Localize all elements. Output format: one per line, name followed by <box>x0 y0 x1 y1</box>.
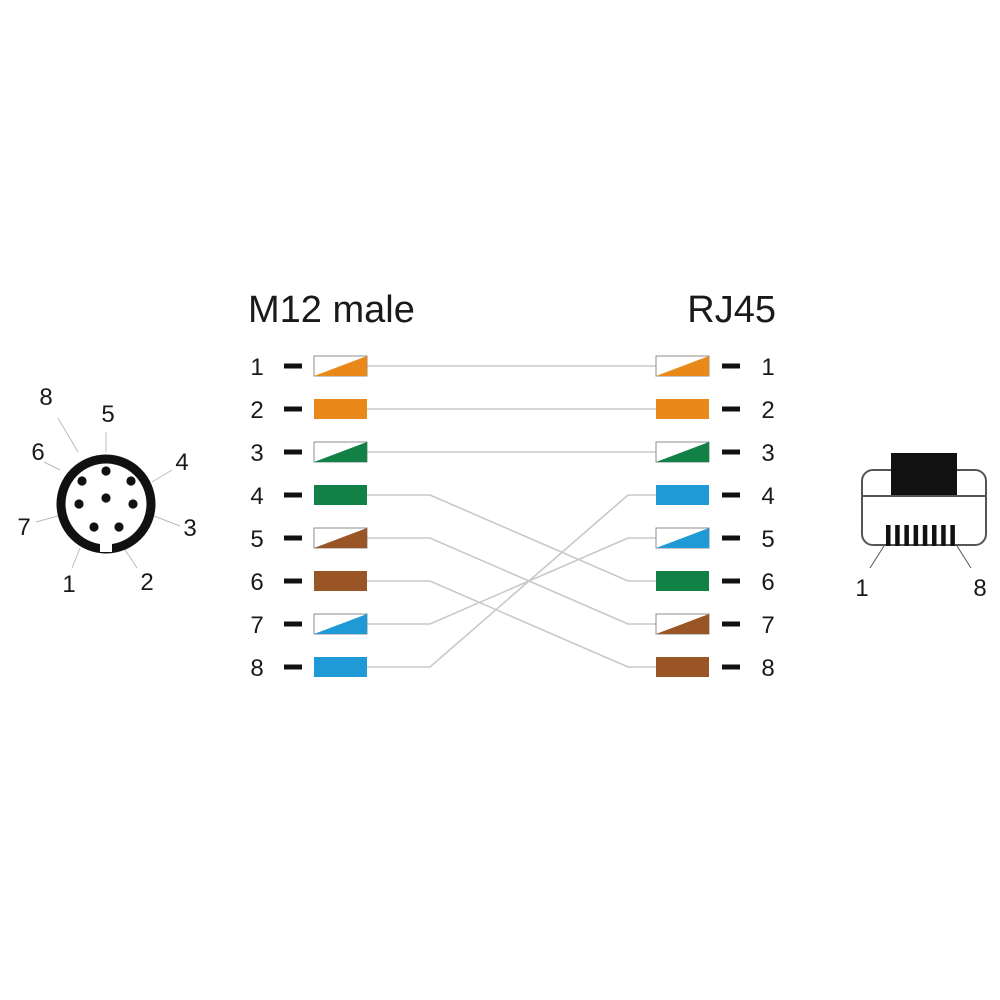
right-pin-dash <box>722 492 740 498</box>
right-pin-label: 3 <box>761 440 774 467</box>
rj45-contact <box>886 525 891 546</box>
right-pin-dash <box>722 578 740 584</box>
left-pin-column: 1 2 3 4 5 6 7 8 <box>250 354 368 682</box>
right-pin-dash <box>722 535 740 541</box>
wire-4 <box>367 494 656 582</box>
rj45-contact <box>895 525 900 546</box>
left-pin-label: 6 <box>250 569 263 596</box>
left-pin-dash <box>284 363 302 369</box>
right-wire-swatch <box>656 399 709 419</box>
rj45-contact <box>932 525 937 546</box>
rj45-contact <box>941 525 946 546</box>
right-pin-label: 6 <box>761 569 774 596</box>
rj45-contact <box>904 525 909 546</box>
left-wire-swatch <box>313 527 368 549</box>
m12-key-notch <box>100 542 112 552</box>
m12-pin-label: 4 <box>175 449 188 476</box>
left-pin-label: 4 <box>250 483 263 510</box>
left-pin-dash <box>284 449 302 455</box>
m12-leader-line <box>153 515 181 527</box>
left-wire-swatch <box>314 657 367 677</box>
left-pin-dash <box>284 664 302 670</box>
m12-pin-label: 3 <box>183 515 196 542</box>
right-pin-label: 8 <box>761 655 774 682</box>
m12-leader-line <box>151 469 173 483</box>
left-pin-label: 8 <box>250 655 263 682</box>
left-pin-dash <box>284 406 302 412</box>
left-wire-swatch <box>313 441 368 463</box>
m12-pin-label: 1 <box>62 571 75 598</box>
m12-leader-line <box>43 461 61 471</box>
rj45-leader-line <box>956 545 972 569</box>
rj45-pin-start-label: 1 <box>855 575 868 602</box>
right-wire-swatch <box>655 613 710 635</box>
right-header: RJ45 <box>687 289 776 331</box>
right-pin-dash <box>722 621 740 627</box>
wires-group <box>367 365 656 668</box>
wire-8 <box>367 494 656 668</box>
m12-pin-label: 7 <box>17 514 30 541</box>
right-wire-swatch <box>656 571 709 591</box>
left-pin-dash <box>284 578 302 584</box>
rj45-contact <box>913 525 919 546</box>
m12-pin-dot <box>101 493 111 503</box>
m12-pin-dot <box>126 476 136 486</box>
m12-pin-dot <box>114 522 124 532</box>
right-pin-label: 2 <box>761 397 774 424</box>
right-wire-swatch <box>656 485 709 505</box>
m12-pin-dot <box>101 466 111 476</box>
m12-pin-dot <box>128 499 138 509</box>
right-wire-swatch <box>655 441 710 463</box>
m12-pin-label: 8 <box>39 384 52 411</box>
left-wire-swatch <box>314 399 367 419</box>
wire-6 <box>367 580 656 668</box>
right-pin-dash <box>722 664 740 670</box>
rj45-contact <box>950 525 955 546</box>
left-pin-label: 2 <box>250 397 263 424</box>
right-pin-dash <box>722 449 740 455</box>
rj45-pin-end-label: 8 <box>973 575 986 602</box>
m12-leader-line <box>71 547 81 569</box>
left-pin-label: 7 <box>250 612 263 639</box>
rj45-contact <box>922 525 928 546</box>
right-wire-swatch <box>655 527 710 549</box>
right-pin-label: 5 <box>761 526 774 553</box>
right-pin-label: 7 <box>761 612 774 639</box>
m12-pin-dot <box>77 476 87 486</box>
m12-connector-icon: 1 2 3 4 5 6 7 8 <box>17 384 196 598</box>
m12-pin-label: 6 <box>31 439 44 466</box>
left-pin-label: 5 <box>250 526 263 553</box>
right-pin-column: 1 2 3 4 5 6 7 8 <box>655 354 775 682</box>
left-pin-dash <box>284 621 302 627</box>
m12-pin-label: 2 <box>140 569 153 596</box>
left-wire-swatch <box>314 571 367 591</box>
rj45-latch <box>891 453 957 495</box>
m12-leader-line <box>35 515 59 523</box>
m12-leader-line <box>123 547 138 569</box>
left-wire-swatch <box>313 613 368 635</box>
left-pin-dash <box>284 492 302 498</box>
m12-pin-dot <box>89 522 99 532</box>
right-pin-dash <box>722 363 740 369</box>
right-pin-label: 4 <box>761 483 774 510</box>
m12-pin-dot <box>74 499 84 509</box>
left-wire-swatch <box>314 485 367 505</box>
left-pin-label: 3 <box>250 440 263 467</box>
left-header: M12 male <box>248 289 415 331</box>
right-wire-swatch <box>655 355 710 377</box>
m12-leader-line <box>57 417 79 453</box>
left-wire-swatch <box>313 355 368 377</box>
left-pin-dash <box>284 535 302 541</box>
m12-pin-label: 5 <box>101 401 114 428</box>
rj45-leader-line <box>869 545 885 569</box>
right-wire-swatch <box>656 657 709 677</box>
left-pin-label: 1 <box>250 354 263 381</box>
right-pin-dash <box>722 406 740 412</box>
right-pin-label: 1 <box>761 354 774 381</box>
